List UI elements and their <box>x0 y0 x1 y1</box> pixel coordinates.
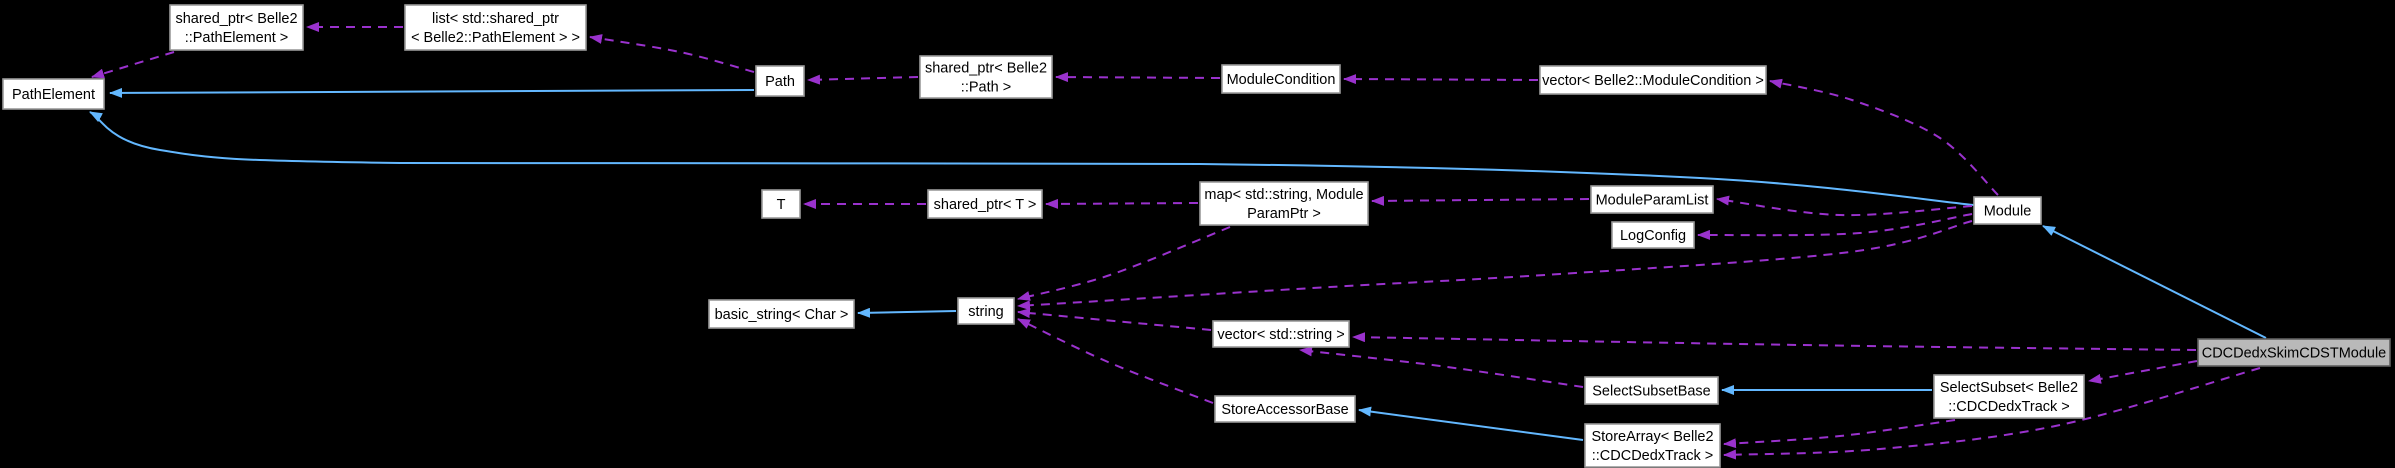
node-module[interactable]: Module <box>1973 196 2042 225</box>
node-storeaccessorbase[interactable]: StoreAccessorBase <box>1214 395 1356 423</box>
node-string_vector[interactable]: vector< std::string > <box>1212 320 1350 348</box>
node-box <box>1221 64 1341 94</box>
node-label: list< std::shared_ptr< Belle2::PathEleme… <box>411 11 580 46</box>
node-t[interactable]: T <box>761 189 801 219</box>
edge-path-pathelement_list-usage <box>589 34 755 73</box>
node-label: Path <box>765 74 795 90</box>
node-label: shared_ptr< T > <box>934 197 1037 213</box>
node-cdcdedxskimcdstmodule: CDCDedxSkimCDSTModule <box>2197 338 2391 367</box>
node-label: vector< Belle2::ModuleCondition > <box>1542 73 1764 89</box>
node-pathelement_sp[interactable]: shared_ptr< Belle2::PathElement > <box>169 4 304 51</box>
edge-string-basic_string-inheritance <box>857 307 957 318</box>
node-storearray[interactable]: StoreArray< Belle2::CDCDedxTrack > <box>1584 423 1721 468</box>
node-moduleparamlist[interactable]: ModuleParamList <box>1590 185 1714 214</box>
node-box <box>1584 376 1719 405</box>
edge-storearray-storeaccessorbase-inheritance <box>1358 406 1584 441</box>
node-box <box>708 299 855 329</box>
node-selectsubsetbase[interactable]: SelectSubsetBase <box>1584 376 1719 405</box>
edge-pathelement_sp-pathelement-usage <box>91 51 175 79</box>
node-label: Module <box>1984 204 2032 220</box>
node-box <box>957 297 1015 325</box>
node-box <box>755 65 805 97</box>
node-mc_vector[interactable]: vector< Belle2::ModuleCondition > <box>1539 65 1767 95</box>
edge-modulecondition-path_sp-usage <box>1055 72 1221 83</box>
node-box <box>404 4 587 51</box>
edge-path-pathelement-inheritance <box>109 87 755 98</box>
node-label: StoreAccessorBase <box>1221 402 1348 418</box>
node-t_sp[interactable]: shared_ptr< T > <box>927 189 1043 219</box>
edge-selectsubsetbase-string_vector-usage <box>1299 346 1584 388</box>
edge-param_map-string-usage <box>1017 226 1231 301</box>
node-box <box>1214 395 1356 423</box>
edge-cdcdedxskimcdstmodule-module-inheritance <box>2042 225 2267 339</box>
node-box <box>1539 65 1767 95</box>
node-box <box>1199 181 1369 226</box>
node-path_sp[interactable]: shared_ptr< Belle2::Path > <box>919 55 1053 99</box>
edge-param_map-t_sp-usage <box>1045 198 1199 209</box>
node-label: ModuleParamList <box>1596 193 1709 209</box>
edge-selectsubset-storearray-usage <box>1723 419 1956 449</box>
node-basic_string[interactable]: basic_string< Char > <box>708 299 855 329</box>
edge-module-mc_vector-usage <box>1769 78 1999 196</box>
edge-module-moduleparamlist-usage <box>1716 195 1973 217</box>
edge-cdcdedxskimcdstmodule-selectsubset-usage <box>2088 360 2198 384</box>
node-box <box>169 4 304 51</box>
node-label: shared_ptr< Belle2::PathElement > <box>175 11 297 46</box>
node-pathelement[interactable]: PathElement <box>2 78 105 110</box>
node-label: T <box>777 197 786 213</box>
node-label: PathElement <box>12 87 95 103</box>
edge-cdcdedxskimcdstmodule-string_vector-usage <box>1352 332 2197 351</box>
node-label: basic_string< Char > <box>715 307 849 323</box>
node-box <box>2 78 105 110</box>
edge-module-pathelement-inheritance <box>89 111 1975 206</box>
node-label: ModuleCondition <box>1227 72 1336 88</box>
node-label: vector< std::string > <box>1217 327 1344 343</box>
edge-cdcdedxskimcdstmodule-storearray-usage <box>1723 367 2261 460</box>
node-box <box>2197 338 2391 367</box>
node-label: shared_ptr< Belle2::Path > <box>925 61 1047 96</box>
node-box <box>1584 423 1721 468</box>
node-box <box>1611 221 1695 249</box>
edge-moduleparamlist-param_map-usage <box>1371 195 1590 206</box>
edge-mc_vector-modulecondition-usage <box>1343 74 1539 85</box>
node-label: LogConfig <box>1620 228 1686 244</box>
edge-storeaccessorbase-string-usage <box>1017 318 1214 404</box>
node-box <box>1933 374 2085 419</box>
edge-string_vector-string-usage <box>1017 308 1212 331</box>
node-label: StoreArray< Belle2::CDCDedxTrack > <box>1591 429 1713 464</box>
node-logconfig[interactable]: LogConfig <box>1611 221 1695 249</box>
node-box <box>1590 185 1714 214</box>
node-box <box>919 55 1053 99</box>
node-box <box>927 189 1043 219</box>
node-label: CDCDedxSkimCDSTModule <box>2202 346 2387 362</box>
node-pathelement_list[interactable]: list< std::shared_ptr< Belle2::PathEleme… <box>404 4 587 51</box>
node-string[interactable]: string <box>957 297 1015 325</box>
node-path[interactable]: Path <box>755 65 805 97</box>
node-box <box>761 189 801 219</box>
node-label: SelectSubset< Belle2::CDCDedxTrack > <box>1940 380 2078 415</box>
edge-path_sp-path-usage <box>807 74 919 85</box>
node-selectsubset[interactable]: SelectSubset< Belle2::CDCDedxTrack > <box>1933 374 2085 419</box>
node-label: string <box>968 304 1003 320</box>
node-box <box>1212 320 1350 348</box>
edge-module-string-usage <box>1017 220 1973 311</box>
edge-module-logconfig-usage <box>1697 213 1973 240</box>
node-label: SelectSubsetBase <box>1592 384 1711 400</box>
node-modulecondition[interactable]: ModuleCondition <box>1221 64 1341 94</box>
node-box <box>1973 196 2042 225</box>
